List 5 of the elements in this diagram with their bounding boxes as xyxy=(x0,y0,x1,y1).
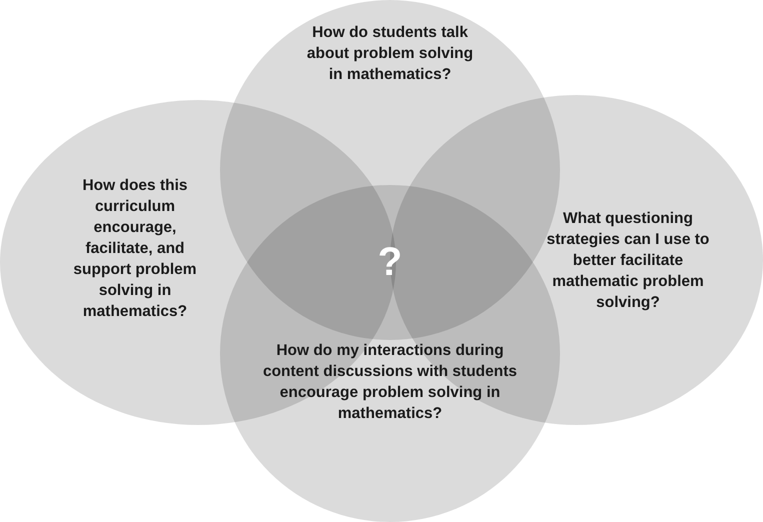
question-text: How does this curriculum encourage, facilitate, and support problem solving in mathematics? xyxy=(72,176,198,322)
question-mark: ? xyxy=(376,240,404,285)
question-text: How do students talk about problem solving in mathematics? xyxy=(306,23,474,85)
question-text: What questioning strategies can I use to better facilitate mathematic problem solving? xyxy=(546,209,710,313)
question-text: How do my interactions during content discussions with students encourage problem solving in mathematics? xyxy=(262,341,518,424)
